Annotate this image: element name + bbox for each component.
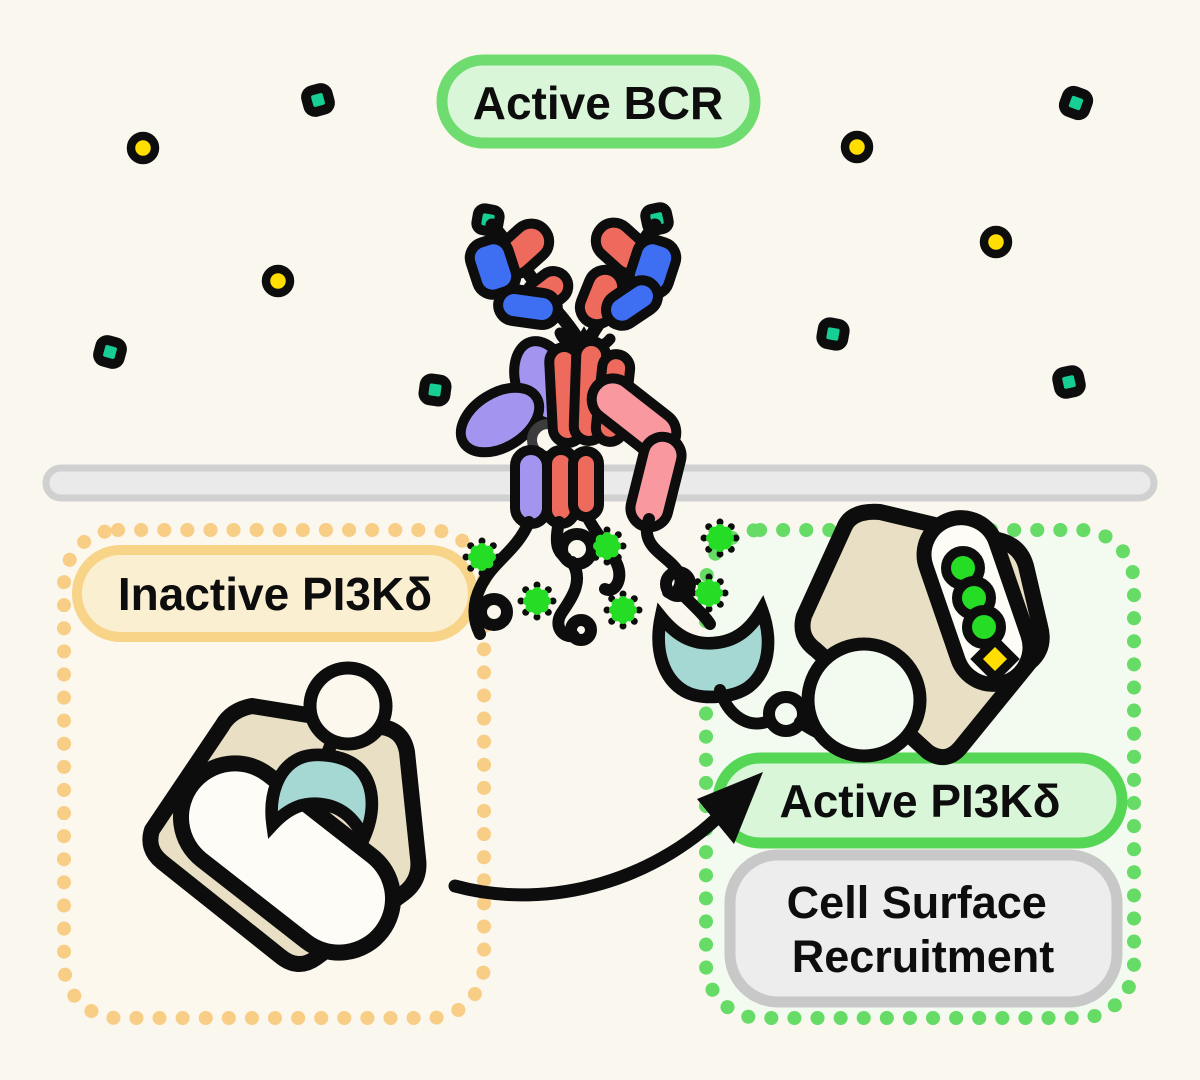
activation-arrow xyxy=(448,772,763,902)
catalytic-slot xyxy=(172,755,402,961)
atp-diamond-icon xyxy=(970,634,1020,684)
active-bcr-label: Active BCR xyxy=(473,77,724,129)
inactive-pi3kd-protein xyxy=(142,661,427,972)
ligand-icon xyxy=(131,135,1008,293)
cell-surface-recruitment-badge: Cell Surface Recruitment xyxy=(724,849,1123,1008)
arrowhead-icon xyxy=(697,772,763,844)
inactive-pi3kd-badge: Inactive PI3Kδ xyxy=(72,545,478,642)
regulatory-loop xyxy=(801,637,927,763)
active-bcr-badge: Active BCR xyxy=(436,54,761,149)
bcr-complex xyxy=(455,217,716,646)
itam-tails xyxy=(468,513,716,646)
regulatory-loop xyxy=(303,661,393,751)
active-pi3kd-label: Active PI3Kδ xyxy=(779,775,1060,827)
inactive-pi3kd-label: Inactive PI3Kδ xyxy=(118,568,432,620)
active-site-signals xyxy=(941,546,1020,684)
cell-surface-recruitment-label: Cell Surface Recruitment xyxy=(787,877,1060,982)
active-pi3kd-badge: Active PI3Kδ xyxy=(712,752,1128,849)
active-pi3kd-protein xyxy=(657,503,1050,766)
